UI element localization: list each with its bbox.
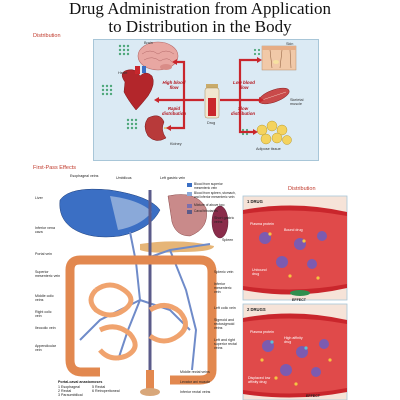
anastomosis-5: 5 Rectal xyxy=(92,385,106,389)
label-umbilicus: Umbilicus xyxy=(116,176,132,180)
legend-swatch-3 xyxy=(187,204,192,208)
drug-panel-1 xyxy=(242,195,348,301)
panel1-unbound-drug: Unbound drug xyxy=(252,268,267,276)
label-portal-vein: Portal vein xyxy=(35,252,52,256)
colon-icon xyxy=(65,255,217,385)
legend-swatch-2 xyxy=(187,192,192,196)
label-rectal-veins: Left and right superior rectal veins xyxy=(214,338,237,350)
label-splenic-vein: Splenic vein xyxy=(214,270,234,274)
title-line-1: Drug Administration from Application xyxy=(68,0,332,18)
section-first-pass: First-Pass Effects xyxy=(33,165,76,171)
brain-icon xyxy=(137,41,179,71)
panel1-effect: EFFECT xyxy=(292,298,306,302)
title-line-2: to Distribution in the Body xyxy=(108,17,292,36)
label-left-colic-vein: Left colic vein xyxy=(214,306,236,310)
label-low-blood-flow: Low blood flow xyxy=(233,80,255,90)
label-drug: Drug xyxy=(207,121,216,125)
panel1-plasma-protein: Plasma protein xyxy=(250,222,274,226)
legend-swatch-4 xyxy=(187,210,192,214)
label-skin: Skin xyxy=(286,42,294,46)
legend-label-4: Caval tributaries xyxy=(194,209,218,213)
anastomosis-2: 2 Rectal xyxy=(58,389,72,393)
label-ivc: Inferior vena cava xyxy=(35,226,55,234)
label-muscle: Skeletal muscle xyxy=(290,98,304,106)
drug-panel-2 xyxy=(242,303,348,400)
label-spleen: Spleen xyxy=(222,238,234,242)
panel2-high-affinity: High affinity drug xyxy=(284,336,303,344)
arrow-heads xyxy=(154,57,264,135)
panel2-plasma-protein: Plasma protein xyxy=(250,330,274,334)
label-middle-rectal: Middle rectal veins xyxy=(180,370,210,374)
dots-adipose xyxy=(241,128,249,136)
label-inferior-rectal: Inferior rectal veins xyxy=(180,390,211,394)
drug-panel-1-tag: 1 DRUG xyxy=(247,199,263,204)
label-ileocolic-vein: Ileocolic vein xyxy=(35,326,56,330)
label-superior-mesenteric-vein: Superior mesenteric vein xyxy=(35,270,61,278)
drug-panel-2-tag: 2 DRUGS xyxy=(247,307,266,312)
adipose-icon xyxy=(256,120,292,145)
liver-icon xyxy=(59,188,161,238)
legend-label-1: Blood from superior mesenteric vein xyxy=(194,182,223,190)
panel2-displaced: Displaced low affinity drug xyxy=(248,376,271,384)
label-liver: Liver xyxy=(35,196,43,200)
flow-arrows xyxy=(158,58,260,134)
heart-icon xyxy=(121,66,154,111)
dots-heart xyxy=(101,84,113,96)
panel2-effect: EFFECT xyxy=(306,394,320,398)
dots-kidney xyxy=(126,118,138,130)
muscle-icon xyxy=(258,87,290,105)
first-pass-illustration xyxy=(59,188,229,396)
anastomosis-3: 3 Paraumbilical xyxy=(58,393,83,397)
label-rapid-distribution: Rapid distribution xyxy=(161,106,187,116)
label-middle-colic-veins: Middle colic veins xyxy=(35,294,54,302)
label-left-gastric-vein: Left gastric vein xyxy=(160,176,186,180)
label-sigmoid-veins: Sigmoid and rectosigmoid veins xyxy=(214,318,235,330)
label-slow-distribution: Slow distribution xyxy=(230,106,256,116)
label-heart: Heart xyxy=(118,71,128,75)
dots-brain xyxy=(118,44,130,56)
label-levator-ani: Levator ani muscle xyxy=(180,380,211,384)
section-distribution-right: Distribution xyxy=(288,186,316,192)
label-brain: Brain xyxy=(144,41,153,45)
anastomoses-title: Portal-caval anastomoses xyxy=(58,380,103,384)
anastomosis-1: 1 Esophageal xyxy=(58,385,80,389)
skin-icon xyxy=(261,45,297,71)
dots-skin xyxy=(253,48,261,56)
anastomosis-6: 6 Retroperitoneal xyxy=(92,389,120,393)
legend-label-3: Mixture of above two xyxy=(194,203,225,207)
legend-label-2: Blood from spleen, stomach, and inferior… xyxy=(194,191,236,199)
label-short-gastric-veins: Short gastric veins xyxy=(214,216,235,224)
protein-icon xyxy=(259,231,327,269)
page-title: Drug Administration from Application to … xyxy=(0,0,400,36)
label-inferior-mesenteric-vein: Inferior mesenteric vein xyxy=(214,282,232,294)
label-right-colic-vein: Right colic vein xyxy=(35,310,52,318)
panel1-bound-drug: Bound drug xyxy=(284,228,303,232)
legend-swatch-1 xyxy=(187,183,192,187)
label-appendicular-vein: Appendicular vein xyxy=(35,344,56,352)
label-adipose: Adipose tissue xyxy=(256,147,281,151)
drug-vial-icon xyxy=(204,84,220,119)
section-distribution-top: Distribution xyxy=(33,33,61,39)
label-kidney: Kidney xyxy=(170,142,182,146)
label-high-blood-flow: High blood flow xyxy=(162,80,186,90)
label-esophageal-veins: Esophageal veins xyxy=(70,174,99,178)
